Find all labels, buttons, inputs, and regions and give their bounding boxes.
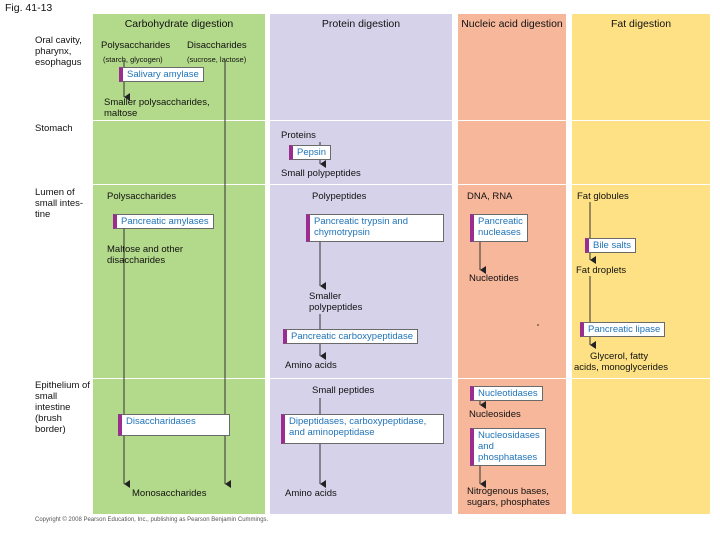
fat-header: Fat digestion [610,18,672,30]
fat-droplets: Fat droplets [576,265,627,276]
polypeptides: Polypeptides [312,191,367,202]
dna-rna: DNA, RNA [467,191,513,202]
fat-column [572,14,710,514]
row-separator [93,184,710,185]
protein-header: Protein digestion [321,18,401,30]
carboxypeptidase-box: Pancreatic carboxypeptidase [283,329,418,344]
maltose-line2: disaccharides [107,255,166,266]
pepsin-box: Pepsin [289,145,332,160]
bile-salts-box: Bile salts [585,238,637,253]
nitrogenous-bases-line1: Nitrogenous bases, [467,486,549,497]
amino-acids-lumen: Amino acids [285,360,337,371]
sucrose-note: (sucrose, lactose) [187,55,247,64]
nucleosides: Nucleosides [469,409,521,420]
monosaccharides: Monosaccharides [132,488,207,499]
carbohydrate-header: Carbohydrate digestion [124,18,234,30]
pancreatic-nucleases-box: Pancreatic nucleases [470,214,528,242]
nucleosidases-line2: and [478,441,494,452]
dipeptidases-box: Dipeptidases, carboxypeptidase, and amin… [281,414,444,444]
row-separator [93,378,710,379]
small-peptides: Small peptides [312,385,375,396]
trypsin-line1: Pancreatic trypsin and [314,216,408,227]
nucleosidases-line1: Nucleosidases [478,430,540,441]
pancreatic-amylases-box: Pancreatic amylases [113,214,214,229]
nucleosidases-box: Nucleosidases and phosphatases [470,428,546,466]
smaller-polysaccharides-line1: Smaller polysaccharides, [104,97,210,108]
pancreatic-lipase-box: Pancreatic lipase [580,322,666,337]
glycerol-line1: Glycerol, fatty [590,351,649,362]
figure-label: Fig. 41-13 [5,2,53,14]
disaccharides-oral: Disaccharides [187,40,247,51]
nucleases-line2: nucleases [478,227,521,238]
dipeptidases-line1: Dipeptidases, carboxypeptidase, [289,416,427,427]
smaller-polypeptides-line1: Smaller [309,291,342,302]
nitrogenous-bases-line2: sugars, phosphates [467,497,550,508]
maltose-line1: Maltose and other [107,244,184,255]
polysaccharides-oral: Polysaccharides [101,40,171,51]
dipeptidases-line2: and aminopeptidase [289,427,375,438]
smaller-polysaccharides-line2: maltose [104,108,138,119]
fat-globules: Fat globules [577,191,629,202]
glycerol-line2: acids, monoglycerides [574,362,668,373]
polysaccharides-lumen: Polysaccharides [107,191,177,202]
row-separator [93,120,710,121]
row-label-stomach: Stomach [35,123,73,134]
amino-acids-epithelium: Amino acids [285,488,337,499]
nucleotidases-box: Nucleotidases [470,386,543,401]
smaller-polypeptides-line2: polypeptides [309,302,363,313]
salivary-amylase-box: Salivary amylase [119,67,204,82]
starch-note: (starch, glycogen) [103,55,163,64]
row-label-lumen: Lumen of small intes- tine [35,187,84,220]
copyright-notice: Copyright © 2008 Pearson Education, Inc.… [35,517,269,523]
proteins: Proteins [281,130,316,141]
nucleases-line1: Pancreatic [478,216,523,227]
disaccharidases-box: Disaccharidases [118,414,230,436]
trypsin-box: Pancreatic trypsin and chymotrypsin [306,214,444,242]
nucleic-acid-header: Nucleic acid digestion [461,18,563,30]
row-label-oral: Oral cavity, pharynx, esophagus [35,35,82,68]
nucleosidases-line3: phosphatases [478,452,538,463]
row-label-epithelium: Epithelium of small intestine (brush bor… [35,380,90,435]
trypsin-line2: chymotrypsin [314,227,370,238]
small-polypeptides: Small polypeptides [281,168,361,179]
nucleotides: Nucleotides [469,273,519,284]
